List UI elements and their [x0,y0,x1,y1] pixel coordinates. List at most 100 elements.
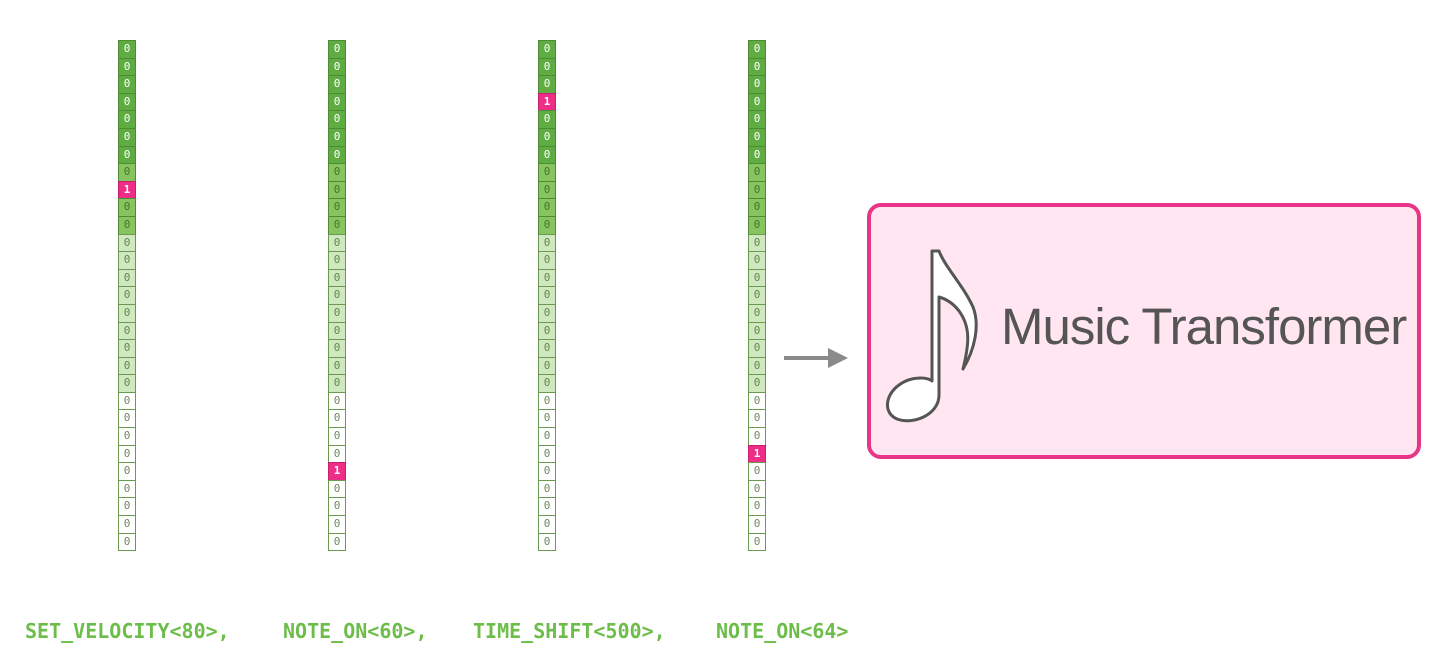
vector-cell: 0 [538,427,556,446]
vector-cell: 0 [328,444,346,464]
vector-cell: 0 [118,40,136,59]
vector-cell: 0 [538,40,556,59]
vector-cell: 0 [328,127,346,147]
token-label-3: NOTE_ON<64> [716,619,849,643]
vector-cell: 0 [118,145,136,165]
vector-cell: 0 [118,356,136,376]
vector-cell: 0 [748,479,766,499]
vector-cell: 0 [538,180,556,200]
vector-cell: 0 [748,180,766,200]
vector-cell: 0 [538,75,556,94]
vector-cell: 0 [748,515,766,534]
vector-cell: 0 [748,374,766,393]
vector-cell: 0 [538,286,556,305]
vector-cell: 0 [328,286,346,305]
vector-cell: 0 [538,497,556,517]
vector-cell: 0 [538,145,556,165]
vector-cell: 0 [118,479,136,499]
vector-cell: 0 [118,391,136,411]
vector-cell: 0 [118,409,136,429]
vector-cell: 0 [328,145,346,165]
vector-cell: 0 [328,163,346,182]
vector-cell: 0 [328,57,346,77]
vector-cell: 0 [118,532,136,552]
vector-cell: 0 [118,127,136,147]
vector-cell: 0 [328,321,346,341]
vector-cell: 0 [328,515,346,534]
vector-cell: 0 [748,268,766,288]
token-label-2: TIME_SHIFT<500>, [473,619,666,643]
vector-cell: 0 [118,268,136,288]
vector-cell: 0 [538,374,556,393]
vector-cell: 0 [748,75,766,94]
right-arrow-icon [784,348,848,368]
vector-cell-active: 1 [748,444,766,464]
vector-cell: 0 [538,532,556,552]
music-transformer-box: Music Transformer [867,203,1421,459]
vector-cell: 0 [748,92,766,112]
vector-cell: 0 [538,233,556,253]
vector-cell: 0 [118,427,136,446]
vector-cell: 0 [328,303,346,323]
vector-cell: 0 [118,198,136,217]
vector-cell: 0 [748,145,766,165]
token-label-1: NOTE_ON<60>, [283,619,428,643]
vector-cell: 0 [118,339,136,358]
vector-cell: 0 [748,233,766,253]
vector-cell: 0 [748,251,766,270]
vector-cell: 0 [538,444,556,464]
vector-cell: 0 [328,339,346,358]
vector-cell: 0 [538,409,556,429]
vector-cell: 0 [118,286,136,305]
vector-cell: 0 [748,163,766,182]
vector-cell: 0 [118,163,136,182]
vector-cell: 0 [538,339,556,358]
vector-cell: 0 [328,427,346,446]
vector-cell: 0 [118,515,136,534]
vector-cell: 0 [328,251,346,270]
vector-cell: 0 [538,462,556,481]
vector-cell: 0 [748,409,766,429]
vector-cell: 0 [748,532,766,552]
vector-cell: 0 [328,268,346,288]
vector-cell: 0 [748,462,766,481]
vector-cell: 0 [328,215,346,235]
vector-cell-active: 1 [328,462,346,481]
vector-cell: 0 [538,303,556,323]
vector-cell: 0 [748,339,766,358]
vector-cell: 0 [748,321,766,341]
vector-cell-active: 1 [538,92,556,112]
vector-cell: 0 [538,57,556,77]
vector-cell: 0 [748,57,766,77]
vector-cell: 0 [118,374,136,393]
token-label-0: SET_VELOCITY<80>, [25,619,230,643]
vector-cell: 0 [538,198,556,217]
vector-cell: 0 [328,356,346,376]
vector-cell: 0 [538,163,556,182]
vector-cell: 0 [748,286,766,305]
vector-cell: 0 [538,215,556,235]
vector-cell: 0 [328,198,346,217]
vector-cell-active: 1 [118,180,136,200]
vector-cell: 0 [748,40,766,59]
vector-cell: 0 [748,427,766,446]
vector-cell: 0 [748,303,766,323]
eighth-note-icon [886,249,978,423]
vector-cell: 0 [118,75,136,94]
vector-cell: 0 [538,515,556,534]
vector-cell: 0 [328,479,346,499]
vector-cell: 0 [328,391,346,411]
vector-cell: 0 [328,110,346,129]
vector-cell: 0 [538,479,556,499]
vector-cell: 0 [748,215,766,235]
vector-cell: 0 [328,75,346,94]
vector-cell: 0 [118,321,136,341]
vector-cell: 0 [118,444,136,464]
vector-cell: 0 [538,391,556,411]
vector-cell: 0 [538,251,556,270]
vector-cell: 0 [538,110,556,129]
vector-cell: 0 [118,462,136,481]
